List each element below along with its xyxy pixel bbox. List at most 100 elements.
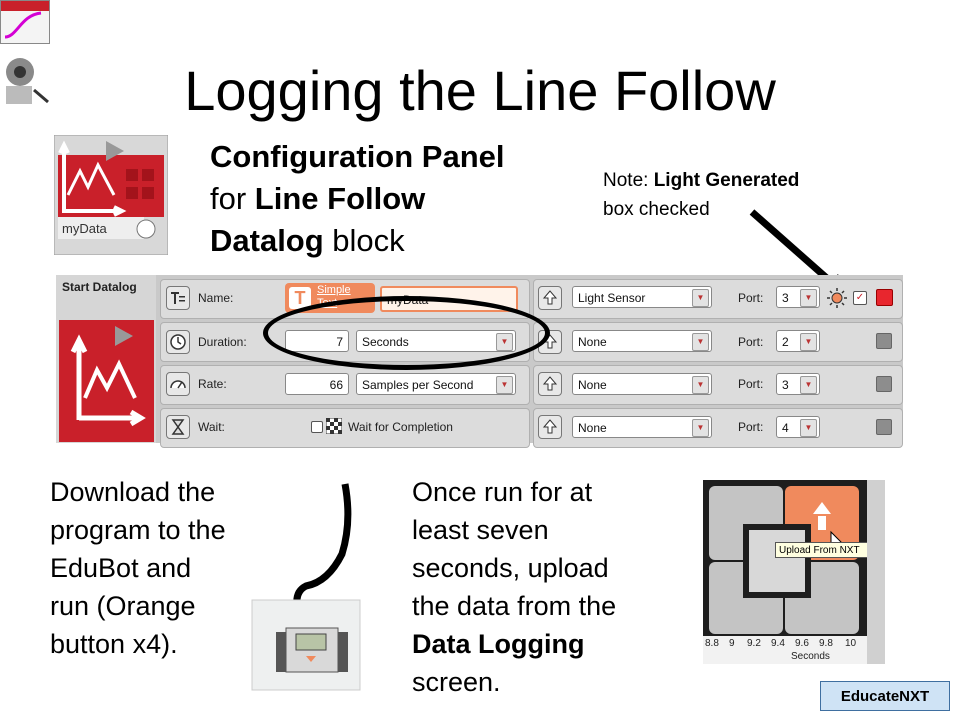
note-text: Note: Light Generated box checked bbox=[603, 166, 799, 224]
sensor-select-2[interactable]: None ▼ bbox=[572, 330, 712, 352]
chevron-down-icon: ▼ bbox=[692, 333, 709, 351]
upload-line: least seven bbox=[412, 515, 549, 545]
sensor-arrow-icon bbox=[538, 286, 562, 310]
upload-line: the data from the bbox=[412, 591, 617, 621]
upload-line: Once run for at bbox=[412, 477, 593, 507]
row-label-name: Name: bbox=[198, 291, 234, 305]
sensor-row-4 bbox=[533, 408, 903, 448]
chevron-down-icon: ▼ bbox=[800, 289, 817, 307]
upload-line: screen. bbox=[412, 667, 501, 697]
datalog-red-icon bbox=[59, 320, 154, 442]
port-select-3[interactable]: 3▼ bbox=[776, 373, 820, 395]
axis-tick: 10 bbox=[845, 638, 857, 649]
download-line: run (Orange bbox=[50, 591, 196, 621]
config-heading-line2-pre: for bbox=[210, 181, 255, 216]
scrollbar[interactable] bbox=[867, 480, 885, 664]
note-bold: Light Generated bbox=[653, 170, 800, 191]
light-generated-icon bbox=[826, 287, 848, 309]
slide-title: Logging the Line Follow bbox=[184, 59, 776, 122]
gauge-icon bbox=[166, 372, 190, 396]
note-suffix: box checked bbox=[603, 199, 710, 220]
wait-label: Wait for Completion bbox=[348, 420, 453, 434]
port-label-3: Port: bbox=[738, 377, 764, 391]
nxt-controller-image: Upload From NXT 8.8 9 9.2 9.4 9.6 9.8 10… bbox=[703, 480, 885, 664]
port-value-2: 2 bbox=[782, 335, 789, 349]
port-select-2[interactable]: 2▼ bbox=[776, 330, 820, 352]
chevron-down-icon: ▼ bbox=[800, 376, 817, 394]
chevron-down-icon: ▼ bbox=[692, 289, 709, 307]
chevron-down-icon: ▼ bbox=[800, 333, 817, 351]
config-heading-line2-bold: Line Follow bbox=[254, 181, 426, 216]
port-label-1: Port: bbox=[738, 291, 764, 305]
config-heading-line3-post: block bbox=[323, 223, 405, 258]
row-wait bbox=[160, 408, 530, 448]
port-value-4: 4 bbox=[782, 421, 789, 435]
download-line: button x4). bbox=[50, 629, 178, 659]
axis-tick: 8.8 bbox=[705, 638, 719, 649]
gray-color-swatch[interactable] bbox=[876, 376, 892, 392]
port-value-3: 3 bbox=[782, 378, 789, 392]
row-label-wait: Wait: bbox=[198, 420, 225, 434]
chevron-down-icon: ▼ bbox=[496, 376, 513, 394]
row-label-rate: Rate: bbox=[198, 377, 227, 391]
sensor-arrow-icon bbox=[538, 415, 562, 439]
download-instructions: Download the program to the EduBot and r… bbox=[50, 473, 226, 663]
clock-icon bbox=[166, 330, 190, 354]
axis-label: Seconds bbox=[791, 651, 830, 662]
upload-line: seconds, upload bbox=[412, 553, 609, 583]
sensor-select-4[interactable]: None ▼ bbox=[572, 416, 712, 438]
config-heading-line3-bold: Datalog bbox=[210, 223, 324, 258]
port-select-4[interactable]: 4▼ bbox=[776, 416, 820, 438]
config-heading: Configuration Panel for Line Follow Data… bbox=[210, 136, 505, 262]
upload-bold: Data Logging bbox=[412, 629, 585, 659]
axis-tick: 9.6 bbox=[795, 638, 809, 649]
checkered-flag-icon bbox=[325, 417, 343, 435]
block-label: myData bbox=[62, 221, 107, 236]
brand-badge: EducateNXT bbox=[820, 681, 950, 711]
port-label-4: Port: bbox=[738, 420, 764, 434]
chevron-down-icon: ▼ bbox=[692, 376, 709, 394]
rate-unit-select[interactable]: Samples per Second ▼ bbox=[356, 373, 516, 395]
download-line: program to the bbox=[50, 515, 226, 545]
robot-thumbnail-icon bbox=[0, 50, 52, 112]
hourglass-icon bbox=[166, 415, 190, 439]
sensor-value-3: None bbox=[578, 378, 607, 392]
chevron-down-icon: ▼ bbox=[800, 419, 817, 437]
axis-tick: 9.2 bbox=[747, 638, 761, 649]
chevron-down-icon: ▼ bbox=[692, 419, 709, 437]
gray-color-swatch[interactable] bbox=[876, 333, 892, 349]
gray-color-swatch[interactable] bbox=[876, 419, 892, 435]
note-prefix: Note: bbox=[603, 170, 654, 191]
light-generated-checkbox[interactable]: ✓ bbox=[853, 291, 867, 305]
sensor-select-3[interactable]: None ▼ bbox=[572, 373, 712, 395]
axis-tick: 9.4 bbox=[771, 638, 785, 649]
rate-unit-value: Samples per Second bbox=[362, 378, 474, 392]
time-axis: 8.8 9 9.2 9.4 9.6 9.8 10 Seconds bbox=[703, 636, 867, 664]
axis-tick: 9 bbox=[729, 638, 735, 649]
nxt-center-frame bbox=[743, 524, 811, 598]
download-line: EduBot and bbox=[50, 553, 192, 583]
rate-input[interactable]: 66 bbox=[285, 373, 349, 395]
upload-instructions: Once run for at least seven seconds, upl… bbox=[412, 473, 616, 701]
text-tag-icon: T bbox=[289, 287, 311, 309]
text-icon bbox=[166, 286, 190, 310]
sensor-select-1[interactable]: Light Sensor ▼ bbox=[572, 286, 712, 308]
wait-checkbox[interactable] bbox=[311, 421, 323, 433]
red-color-swatch[interactable] bbox=[876, 289, 893, 306]
sensor-value-1: Light Sensor bbox=[578, 291, 646, 305]
port-value-1: 3 bbox=[782, 291, 789, 305]
axis-tick: 9.8 bbox=[819, 638, 833, 649]
port-select-1[interactable]: 3▼ bbox=[776, 286, 820, 308]
row-label-duration: Duration: bbox=[198, 335, 247, 349]
config-heading-line1: Configuration Panel bbox=[210, 139, 505, 174]
sensor-value-2: None bbox=[578, 335, 607, 349]
port-label-2: Port: bbox=[738, 335, 764, 349]
graph-thumbnail-icon bbox=[0, 0, 50, 44]
sensor-arrow-icon bbox=[538, 372, 562, 396]
upload-tooltip: Upload From NXT bbox=[775, 542, 881, 558]
duration-highlight-oval bbox=[263, 296, 550, 370]
sensor-value-4: None bbox=[578, 421, 607, 435]
download-line: Download the bbox=[50, 477, 216, 507]
panel-title: Start Datalog bbox=[62, 280, 137, 294]
robot-line-follow-image bbox=[250, 482, 365, 692]
